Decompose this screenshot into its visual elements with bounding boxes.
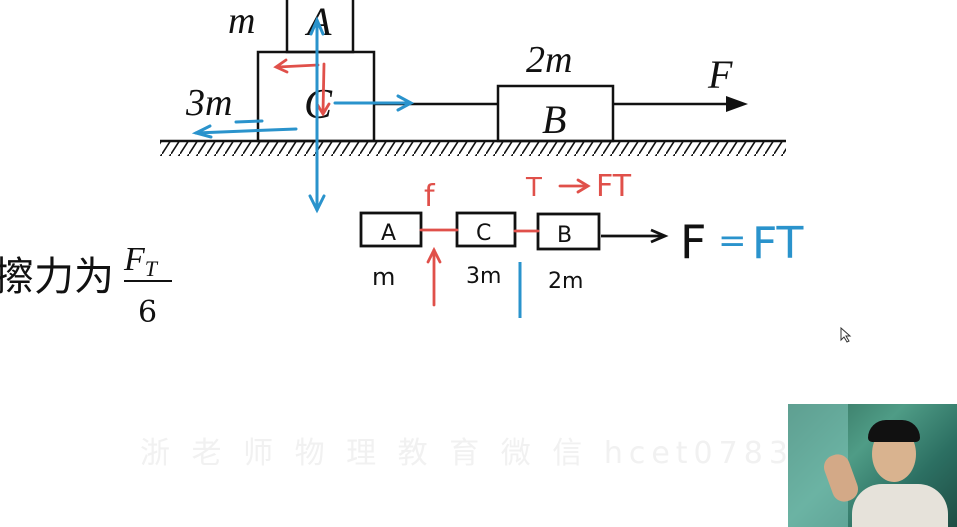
hand-mass-a: m bbox=[372, 263, 395, 291]
cursor-icon bbox=[840, 326, 852, 343]
hand-boxes bbox=[359, 211, 669, 251]
ground bbox=[160, 139, 786, 156]
hand-mass-b: 2m bbox=[548, 269, 583, 294]
block-c-mass: 3m bbox=[185, 82, 232, 124]
hand-tension: T bbox=[525, 173, 542, 203]
blue-arrows bbox=[191, 16, 415, 214]
hand-equation-ft: FT bbox=[752, 218, 804, 269]
hand-equation-f: F bbox=[680, 215, 706, 269]
hand-friction: f bbox=[424, 179, 436, 214]
formula-prefix: 擦力为 bbox=[0, 254, 114, 300]
block-b-label: B bbox=[542, 97, 566, 142]
hand-red-links bbox=[419, 178, 591, 307]
hand-mass-c: 3m bbox=[466, 264, 501, 289]
formula-numerator: FT bbox=[123, 241, 159, 281]
hand-box-c: C bbox=[476, 221, 491, 246]
formula-denominator: 6 bbox=[138, 295, 157, 330]
block-b bbox=[496, 84, 615, 143]
hand-box-a: A bbox=[381, 221, 396, 246]
hand-equation-eq: = bbox=[718, 221, 747, 261]
watermark: 浙 老 师 物 理 教 育 微 信 hcet0783 bbox=[140, 436, 794, 471]
webcam-feed bbox=[788, 404, 957, 527]
block-a-mass: m bbox=[228, 0, 255, 42]
force-arrowhead bbox=[726, 96, 748, 112]
force-label: F bbox=[707, 52, 733, 97]
block-b-mass: 2m bbox=[526, 39, 572, 81]
hand-box-b: B bbox=[557, 223, 572, 248]
red-arrows bbox=[273, 58, 331, 117]
block-a bbox=[285, 0, 355, 54]
hand-tension-result: FT bbox=[596, 169, 632, 204]
